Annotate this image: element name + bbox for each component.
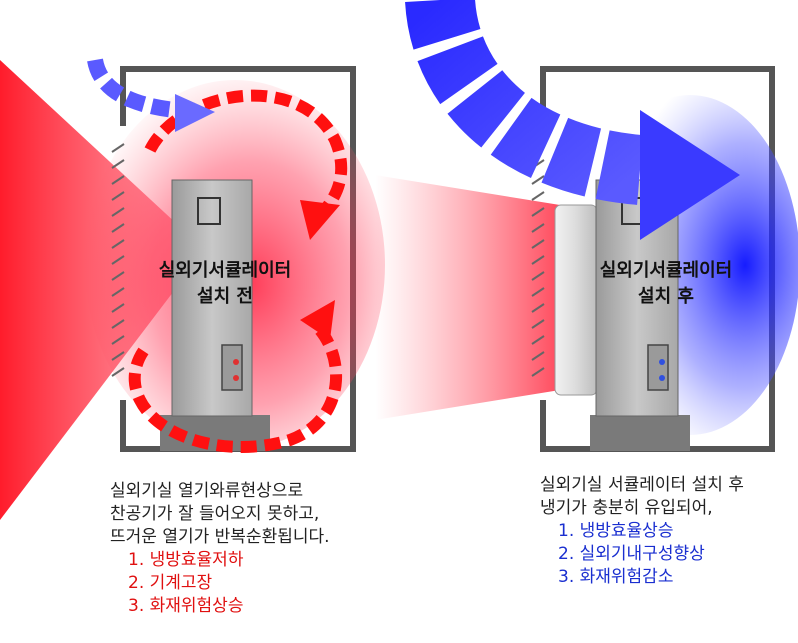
after-label-line1: 실외기서큘레이터	[600, 260, 732, 281]
before-problem-2: 2. 기계고장	[128, 573, 213, 593]
before-problem-3: 3. 화재위험상승	[128, 596, 244, 616]
louver-grille-icon	[111, 143, 125, 377]
hot-arrowhead-1-icon	[300, 200, 340, 240]
after-benefit-1: 1. 냉방효율상승	[558, 521, 674, 541]
before-label-line2: 설치 전	[197, 286, 253, 307]
outdoor-unit-before-icon	[160, 179, 270, 451]
hot-arrowhead-2-icon	[300, 300, 335, 340]
after-caption: 실외기실 서큘레이터 설치 후 냉기가 충분히 유입되어, 1. 냉방효율상승 …	[540, 474, 744, 589]
after-benefit-2: 2. 실외기내구성향상	[558, 544, 705, 564]
cool-air-inflow-icon	[405, 0, 740, 240]
before-caption: 실외기실 열기와류현상으로 찬공기가 잘 들어오지 못하고, 뜨거운 열기가 반…	[110, 480, 330, 618]
outgoing-hot-air-icon	[375, 175, 560, 420]
before-label-line1: 실외기서큘레이터	[159, 260, 291, 281]
after-caption-line-2: 냉기가 충분히 유입되어,	[540, 498, 713, 518]
after-benefit-3: 3. 화재위험감소	[558, 567, 674, 587]
circulator-fan-icon	[554, 204, 598, 396]
blocked-cool-air-icon	[87, 58, 215, 132]
before-diagram: 실외기서큘레이터 설치 전	[0, 58, 385, 520]
after-caption-line-1: 실외기실 서큘레이터 설치 후	[540, 475, 744, 495]
before-problem-1: 1. 냉방효율저하	[128, 550, 244, 570]
after-label-line2: 설치 후	[638, 286, 694, 307]
before-caption-line-3: 뜨거운 열기가 반복순환됩니다.	[110, 527, 330, 547]
before-caption-line-1: 실외기실 열기와류현상으로	[110, 481, 304, 501]
after-diagram: 실외기서큘레이터 설치 후	[375, 0, 798, 452]
before-caption-line-2: 찬공기가 잘 들어오지 못하고,	[110, 504, 320, 524]
